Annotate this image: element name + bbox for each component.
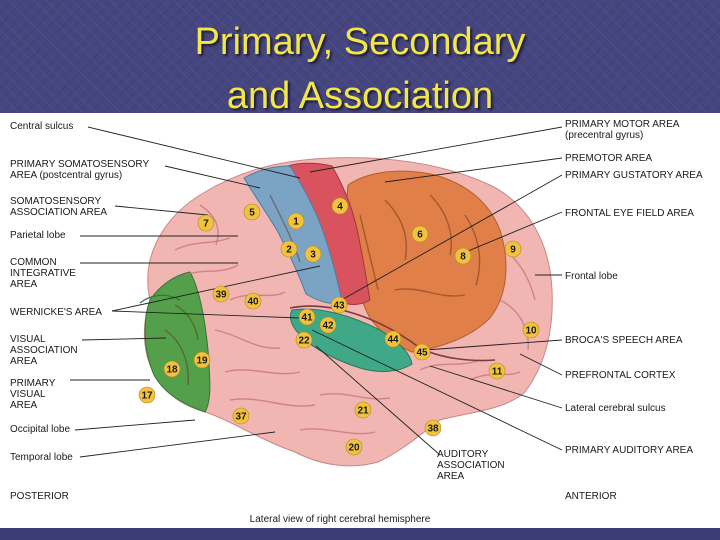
- label-primary-visual-line-1: PRIMARY: [10, 378, 56, 389]
- area-number-42: 42: [322, 321, 334, 332]
- slide-title-line-2: and Association: [226, 75, 494, 117]
- label-common-integrative-line-2: INTEGRATIVE: [10, 268, 76, 279]
- label-primary-visual-line-2: VISUAL: [10, 389, 46, 400]
- label-brocas: BROCA'S SPEECH AREA: [565, 335, 683, 346]
- area-badge-18: [163, 360, 181, 378]
- label-somatosensory-association-line-1: SOMATOSENSORY: [10, 196, 101, 207]
- area-number-20: 20: [348, 443, 360, 454]
- area-badge-42: [319, 316, 337, 334]
- area-badge-38: [424, 419, 442, 437]
- area-badge-22: [295, 331, 313, 349]
- label-common-integrative-line-3: AREA: [10, 279, 38, 290]
- area-number-1: 1: [293, 217, 299, 228]
- label-prefrontal: PREFRONTAL CORTEX: [565, 370, 676, 381]
- area-number-38: 38: [427, 424, 439, 435]
- label-primary-motor-line-1: PRIMARY MOTOR AREA: [565, 119, 680, 130]
- area-number-10: 10: [525, 326, 537, 337]
- label-occipital-lobe: Occipital lobe: [10, 424, 70, 435]
- label-auditory-association-line-3: AREA: [437, 471, 465, 482]
- area-number-17: 17: [141, 391, 153, 402]
- area-number-19: 19: [196, 356, 208, 367]
- figure-caption: Lateral view of right cerebral hemispher…: [250, 514, 431, 525]
- label-frontal-lobe: Frontal lobe: [565, 271, 618, 282]
- area-badge-6: [411, 225, 429, 243]
- label-primary-auditory: PRIMARY AUDITORY AREA: [565, 445, 693, 456]
- area-badge-8: [454, 247, 472, 265]
- label-anterior: ANTERIOR: [565, 491, 617, 502]
- area-number-43: 43: [333, 301, 345, 312]
- area-badge-7: [197, 214, 215, 232]
- gyri-texture: [164, 194, 536, 435]
- label-parietal-lobe: Parietal lobe: [10, 230, 66, 241]
- area-number-9: 9: [510, 245, 516, 256]
- area-badge-19: [193, 351, 211, 369]
- area-number-39: 39: [215, 290, 227, 301]
- area-badge-43: [330, 296, 348, 314]
- label-primary-gustatory: PRIMARY GUSTATORY AREA: [565, 170, 703, 181]
- label-common-integrative-line-1: COMMON: [10, 257, 57, 268]
- area-number-2: 2: [286, 245, 292, 256]
- area-number-40: 40: [247, 297, 259, 308]
- area-badge-21: [354, 401, 372, 419]
- area-badge-3: [304, 245, 322, 263]
- area-number-11: 11: [492, 367, 503, 378]
- area-badge-44: [384, 330, 402, 348]
- area-number-44: 44: [387, 335, 399, 346]
- label-temporal-lobe: Temporal lobe: [10, 452, 73, 463]
- area-badge-45: [413, 343, 431, 361]
- label-primary-somatosensory-line-1: PRIMARY SOMATOSENSORY: [10, 159, 149, 170]
- label-visual-association-line-3: AREA: [10, 356, 38, 367]
- occipital-region: [144, 271, 211, 413]
- label-premotor: PREMOTOR AREA: [565, 153, 652, 164]
- label-visual-association-line-1: VISUAL: [10, 334, 46, 345]
- area-number-41: 41: [301, 313, 313, 324]
- area-number-4: 4: [337, 202, 343, 213]
- area-number-3: 3: [310, 250, 316, 261]
- label-lateral-sulcus: Lateral cerebral sulcus: [565, 403, 666, 414]
- label-primary-visual-line-3: AREA: [10, 400, 38, 411]
- area-badge-4: [331, 197, 349, 215]
- area-badge-40: [244, 292, 262, 310]
- area-number-8: 8: [460, 252, 466, 263]
- area-badge-20: [345, 438, 363, 456]
- label-somatosensory-association-line-2: ASSOCIATION AREA: [10, 207, 107, 218]
- label-central-sulcus: Central sulcus: [10, 121, 73, 132]
- label-primary-somatosensory-line-2: AREA (postcentral gyrus): [10, 170, 122, 181]
- area-badge-9: [504, 240, 522, 258]
- slide-bottom-bar: [0, 528, 720, 540]
- label-wernickes: WERNICKE'S AREA: [10, 307, 102, 318]
- label-primary-motor-line-2: (precentral gyrus): [565, 130, 643, 141]
- area-number-6: 6: [417, 230, 423, 241]
- area-badge-37: [232, 407, 250, 425]
- area-badge-11: [488, 362, 506, 380]
- area-badge-10: [522, 321, 540, 339]
- label-auditory-association-line-2: ASSOCIATION: [437, 460, 505, 471]
- area-number-7: 7: [203, 219, 209, 230]
- area-number-45: 45: [416, 348, 428, 359]
- slide-title-line-1: Primary, Secondary: [194, 21, 526, 63]
- area-badge-39: [212, 285, 230, 303]
- area-badge-5: [243, 203, 261, 221]
- area-number-21: 21: [357, 406, 369, 417]
- lateral-sulcus-line: [289, 305, 496, 362]
- label-visual-association-line-2: ASSOCIATION: [10, 345, 78, 356]
- area-badge-2: [280, 240, 298, 258]
- area-number-5: 5: [249, 208, 255, 219]
- right-labels: PRIMARY MOTOR AREA(precentral gyrus) PREM…: [565, 119, 703, 502]
- label-auditory-association-line-1: AUDITORY: [437, 449, 489, 460]
- area-badge-41: [298, 308, 316, 326]
- area-number-18: 18: [166, 365, 178, 376]
- area-badge-17: [138, 386, 156, 404]
- label-posterior: POSTERIOR: [10, 491, 69, 502]
- label-frontal-eye-field: FRONTAL EYE FIELD AREA: [565, 208, 694, 219]
- area-badge-1: [287, 212, 305, 230]
- area-number-22: 22: [298, 336, 310, 347]
- area-number-37: 37: [235, 412, 247, 423]
